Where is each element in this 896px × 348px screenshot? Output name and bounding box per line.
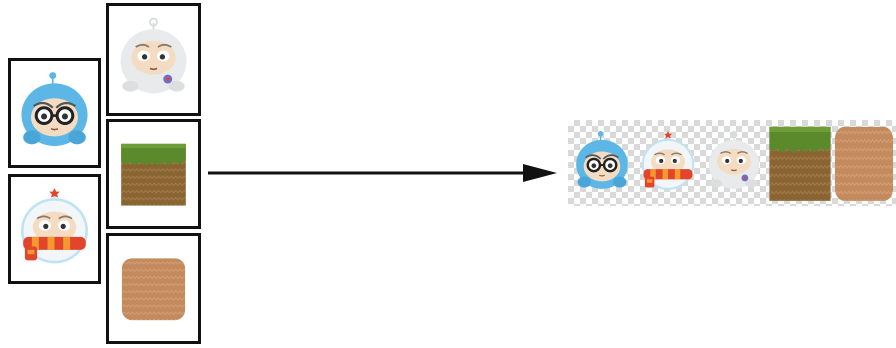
right-arrow-icon: [205, 158, 565, 188]
grass-dirt-block-icon: [109, 122, 198, 226]
sheet-grass-block-icon: [766, 120, 834, 206]
input-tile-grass-block: [106, 119, 201, 229]
sheet-white-character-icon: [700, 120, 768, 206]
blue-character-with-glasses-icon: [11, 61, 98, 165]
sheet-blue-character-icon: [568, 120, 636, 206]
input-tile-scarf-character: [8, 174, 101, 284]
input-tile-white-character: [106, 3, 201, 116]
input-tile-clay-block: [106, 233, 201, 344]
sheet-scarf-character-icon: [634, 120, 702, 206]
input-tile-blue-character: [8, 58, 101, 168]
clay-block-icon: [109, 236, 198, 341]
sprite-sheet: [568, 120, 896, 206]
sheet-clay-block-icon: [831, 120, 896, 206]
white-character-with-scarf-icon: [11, 177, 98, 281]
white-character-icon: [109, 6, 198, 113]
